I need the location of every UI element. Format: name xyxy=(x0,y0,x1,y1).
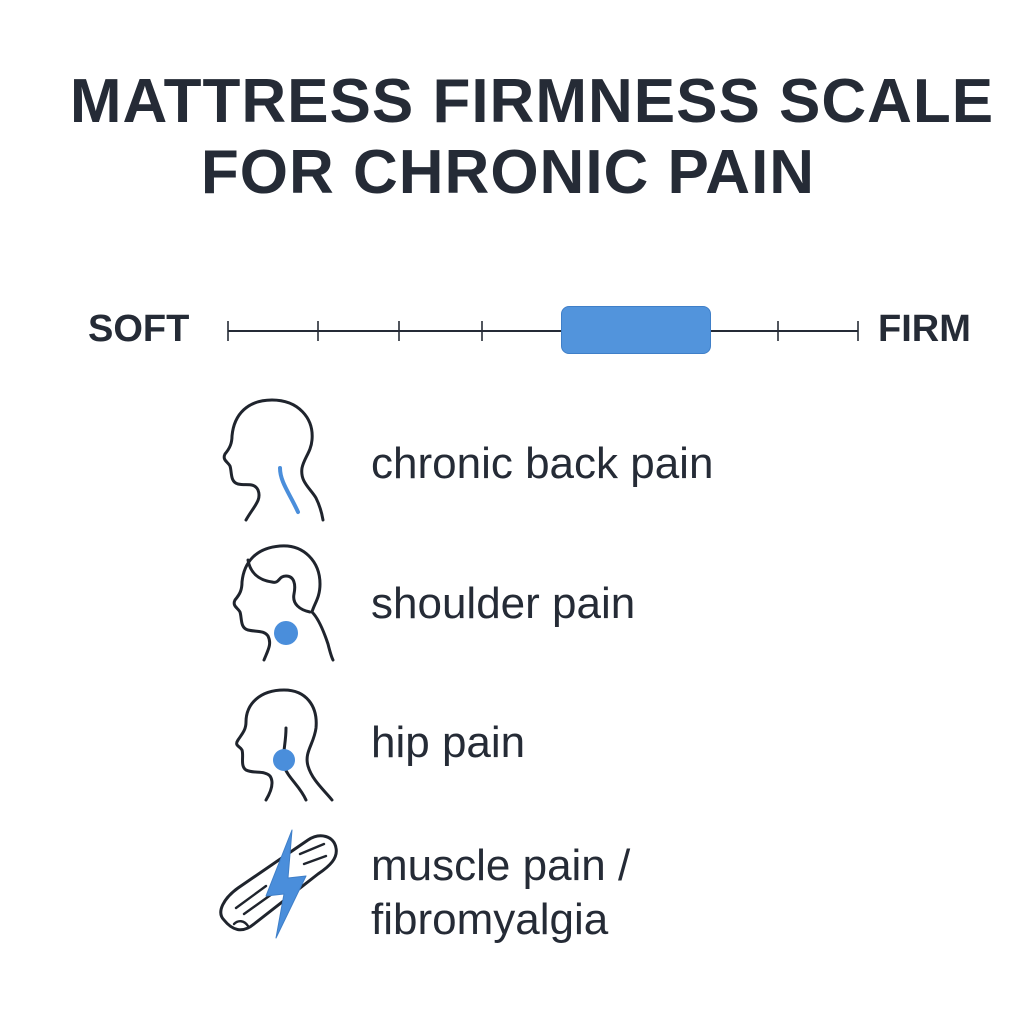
condition-label: shoulder pain xyxy=(371,579,636,628)
recommended-firmness-marker xyxy=(561,306,711,354)
head-spine-icon xyxy=(222,398,325,522)
condition-label-line-1: muscle pain / xyxy=(371,841,631,890)
condition-row-muscle: muscle pain / fibromyalgia xyxy=(210,816,910,956)
condition-label: chronic back pain xyxy=(371,439,714,488)
head-shoulder-icon xyxy=(232,544,335,662)
condition-row-hip: hip pain xyxy=(210,672,910,812)
condition-label: hip pain xyxy=(371,718,526,767)
muscle-lightning-icon xyxy=(219,829,338,939)
firm-label: FIRM xyxy=(878,308,971,350)
title-line-2: FOR CHRONIC PAIN xyxy=(200,138,816,207)
scale-ticks xyxy=(227,321,859,341)
head-hip-icon xyxy=(235,688,334,802)
title-line-1: MATTRESS FIRMNESS SCALE xyxy=(69,67,995,136)
soft-label: SOFT xyxy=(88,308,190,350)
condition-row-back: chronic back pain xyxy=(210,388,910,528)
condition-label-line-2: fibromyalgia xyxy=(371,895,609,944)
condition-row-shoulder: shoulder pain xyxy=(210,532,910,672)
